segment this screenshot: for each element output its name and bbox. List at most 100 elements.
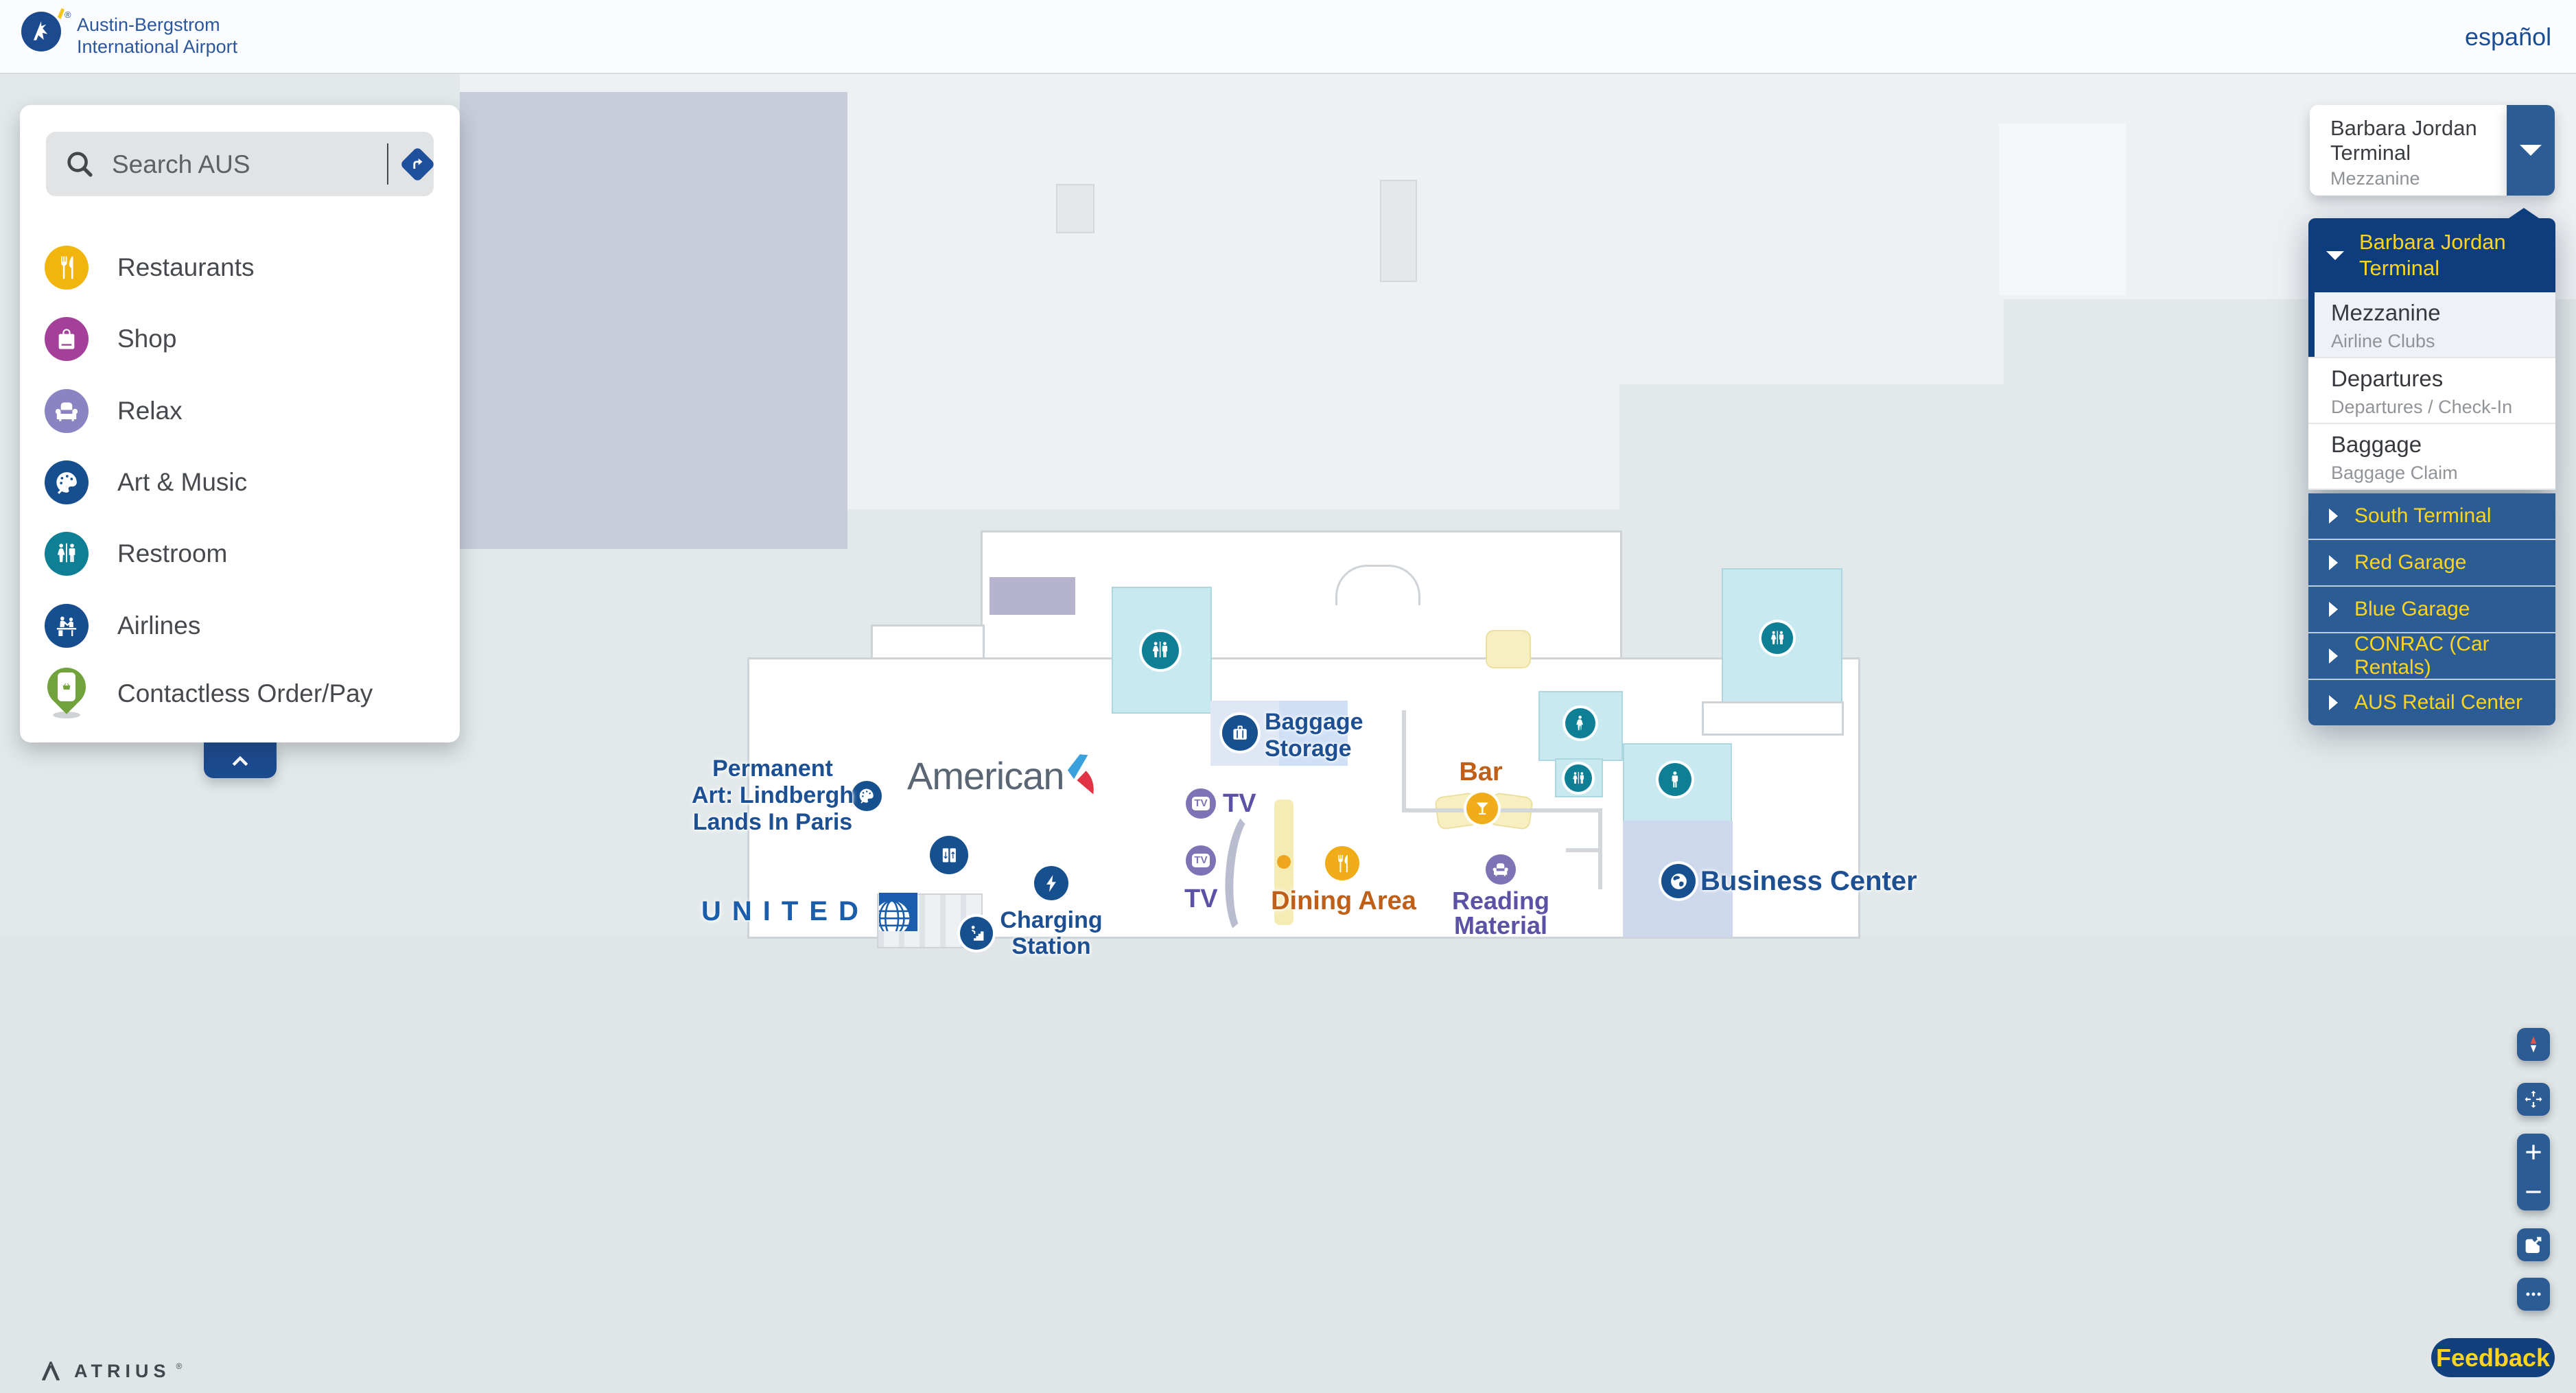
bar-martini-icon[interactable] (1466, 793, 1498, 824)
interior-wall (1566, 848, 1602, 852)
turn-right-arrow-icon (413, 158, 423, 169)
american-airlines-logo[interactable]: American (907, 754, 1065, 797)
sidebar-item-shop[interactable]: Shop (45, 317, 176, 361)
baggage-storage-icon[interactable] (1222, 715, 1258, 751)
terminal-dropdown-menu: Barbara Jordan Terminal Mezzanine Airlin… (2308, 208, 2555, 725)
chevron-down-icon (2326, 250, 2344, 260)
floor-selector[interactable]: Barbara Jordan Terminal Mezzanine (2310, 105, 2507, 196)
more-options-button[interactable] (2517, 1278, 2550, 1311)
charging-station-label: Charging Station (1000, 907, 1103, 959)
location-option-blue-garage[interactable]: Blue Garage (2308, 587, 2555, 633)
palette-icon (45, 460, 89, 504)
dining-area-label: Dining Area (1271, 887, 1416, 915)
room-lavender (990, 577, 1075, 615)
pan-button[interactable] (2517, 1083, 2550, 1116)
baggage-storage-label: Baggage Storage (1265, 709, 1363, 762)
family-restroom-icon[interactable] (1565, 764, 1592, 792)
chevron-right-icon (2329, 508, 2338, 524)
directions-button[interactable] (399, 145, 436, 183)
search-box (46, 132, 436, 198)
airport-logo-icon (21, 12, 61, 51)
pin-shadow (53, 712, 80, 718)
floor-option-mezzanine[interactable]: Mezzanine Airline Clubs (2308, 292, 2555, 358)
feedback-button[interactable]: Feedback (2431, 1338, 2555, 1377)
atrius-registered-mark: ® (176, 1361, 183, 1371)
dropdown-terminal-line2: Terminal (2359, 256, 2440, 280)
floor-option-baggage[interactable]: Baggage Baggage Claim (2308, 424, 2555, 490)
search-input[interactable] (110, 132, 381, 198)
compass-button[interactable] (2517, 1028, 2550, 1061)
location-option-conrac[interactable]: CONRAC (Car Rentals) (2308, 633, 2555, 680)
floor-option-departures[interactable]: Departures Departures / Check-In (2308, 358, 2555, 424)
share-map-button[interactable] (2517, 1228, 2550, 1261)
tv-label: TV (1184, 885, 1218, 913)
dropdown-notch (2509, 208, 2539, 218)
restroom-icon[interactable] (1761, 622, 1793, 654)
utensils-icon (45, 246, 89, 290)
restroom-icon (45, 532, 89, 576)
elevator-icon[interactable] (930, 836, 968, 874)
location-label: Blue Garage (2354, 598, 2470, 620)
mens-restroom-icon[interactable] (1659, 763, 1691, 796)
sidebar-item-contactless-order-pay[interactable]: Contactless Order/Pay (39, 659, 373, 718)
zoom-in-button[interactable] (2523, 1142, 2544, 1162)
sidebar-item-restaurants[interactable]: Restaurants (45, 246, 255, 290)
language-toggle-link[interactable]: español (2465, 23, 2552, 51)
map-structure-small-1 (1056, 184, 1094, 233)
location-option-south-terminal[interactable]: South Terminal (2308, 493, 2555, 540)
sidebar-item-label: Restaurants (117, 253, 255, 281)
building-canopy (1335, 565, 1420, 605)
sidebar-item-label: Relax (117, 397, 183, 425)
search-divider (387, 143, 388, 185)
location-option-aus-retail-center[interactable]: AUS Retail Center (2308, 680, 2555, 725)
reading-material-label: Reading Material (1451, 887, 1549, 939)
shopping-bag-icon (45, 317, 89, 361)
sidebar-item-relax[interactable]: Relax (45, 389, 183, 433)
brand-name-line2: International Airport (77, 36, 238, 57)
united-airlines-logo[interactable]: UNITED (701, 896, 869, 926)
dining-utensils-icon[interactable] (1325, 846, 1359, 880)
sidebar-item-airlines[interactable]: Airlines (45, 604, 200, 648)
sidebar-item-label: Airlines (117, 611, 201, 640)
app-header: ® Austin-Bergstrom International Airport… (0, 0, 2576, 74)
checkin-desk-icon (45, 604, 89, 648)
brand-registered-mark: ® (65, 10, 71, 20)
brand-name-line1: Austin-Bergstrom (77, 14, 220, 35)
tv-label: TV (1223, 789, 1256, 818)
map-bg-garage-roof (460, 92, 847, 549)
dropdown-terminal-line1: Barbara Jordan (2359, 230, 2506, 254)
room-baggage-storage-right (1279, 701, 1348, 766)
floor-name: Departures (2331, 366, 2444, 391)
zoom-out-button[interactable] (2523, 1182, 2544, 1202)
charging-station-icon[interactable] (1034, 866, 1068, 900)
zoom-control (2517, 1134, 2550, 1210)
interior-wall (1402, 808, 1602, 812)
external-link-icon (2525, 1237, 2542, 1253)
reading-armchair-icon[interactable] (1486, 854, 1516, 885)
sidebar-item-label: Shop (117, 325, 177, 353)
business-center-globe-icon[interactable] (1661, 864, 1696, 898)
floor-selector-dropdown-button[interactable] (2507, 105, 2555, 196)
pan-arrows-icon (2525, 1090, 2542, 1108)
selector-terminal-line2: Terminal (2330, 141, 2411, 165)
sidebar-item-restroom[interactable]: Restroom (45, 532, 227, 576)
stairs-icon[interactable] (960, 917, 993, 950)
selector-current-floor: Mezzanine (2330, 168, 2420, 189)
ellipsis-icon (2526, 1292, 2541, 1296)
location-label: South Terminal (2354, 504, 2492, 527)
womens-restroom-icon[interactable] (1565, 708, 1595, 738)
location-option-red-garage[interactable]: Red Garage (2308, 540, 2555, 587)
sidebar-item-art-music[interactable]: Art & Music (45, 460, 247, 504)
location-label: AUS Retail Center (2354, 691, 2523, 714)
collapse-panel-button[interactable] (204, 742, 277, 778)
restroom-icon[interactable] (1142, 632, 1179, 669)
tv-icon-text: TV (1192, 853, 1210, 868)
dropdown-terminal-header[interactable]: Barbara Jordan Terminal (2308, 218, 2555, 292)
map-apron (0, 935, 2576, 1393)
tv-icon[interactable]: TV (1186, 845, 1216, 876)
art-palette-icon[interactable] (852, 781, 882, 811)
chevron-right-icon (2329, 695, 2338, 710)
tv-icon[interactable]: TV (1186, 788, 1216, 819)
atrius-brand-text: ATRIUS (74, 1360, 171, 1381)
